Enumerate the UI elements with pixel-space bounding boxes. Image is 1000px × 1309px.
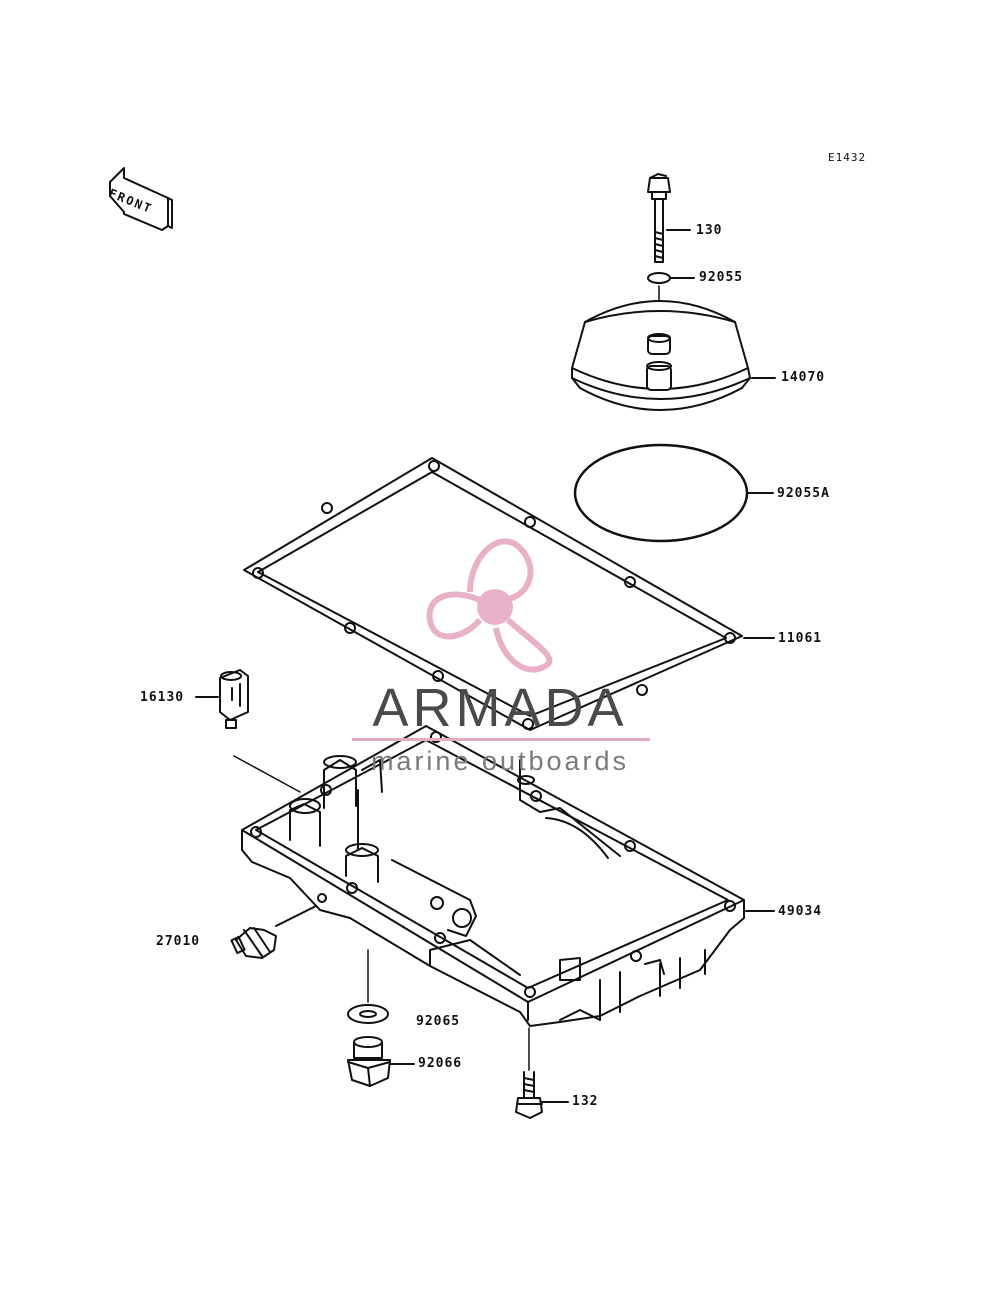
part-label-130[interactable]: 130 [696,223,723,238]
oring-92055A [573,443,749,543]
armada-logo-icon [426,538,553,673]
part-label-92055A[interactable]: 92055A [777,486,830,501]
cover-14070 [571,300,751,411]
watermark-divider [352,738,650,741]
watermark-brand: ARMADA [372,678,628,738]
part-label-92065[interactable]: 92065 [416,1014,461,1029]
part-label-16130[interactable]: 16130 [140,690,185,705]
washer-92065 [347,1004,389,1024]
part-label-49034[interactable]: 49034 [778,904,823,919]
leader-27010 [275,905,317,927]
plug-92066 [347,1036,391,1087]
oil-pan-49034 [241,725,745,1027]
diagram-code: E1432 [828,151,867,164]
guide-line-16130 [233,755,301,793]
part-label-14070[interactable]: 14070 [781,370,826,385]
front-arrow-icon [109,167,173,231]
bolt-132 [515,1071,543,1119]
bolt-130 [647,173,671,263]
gasket-11061 [243,457,743,731]
part-label-27010[interactable]: 27010 [156,934,201,949]
part-label-132[interactable]: 132 [572,1094,599,1109]
oring-92055 [647,272,671,284]
watermark-tagline: marine outboards [370,746,630,776]
part-label-11061[interactable]: 11061 [778,631,823,646]
part-label-92055[interactable]: 92055 [699,270,744,285]
adapter-16130 [219,669,249,729]
part-label-92066[interactable]: 92066 [418,1056,463,1071]
switch-27010 [230,927,277,959]
